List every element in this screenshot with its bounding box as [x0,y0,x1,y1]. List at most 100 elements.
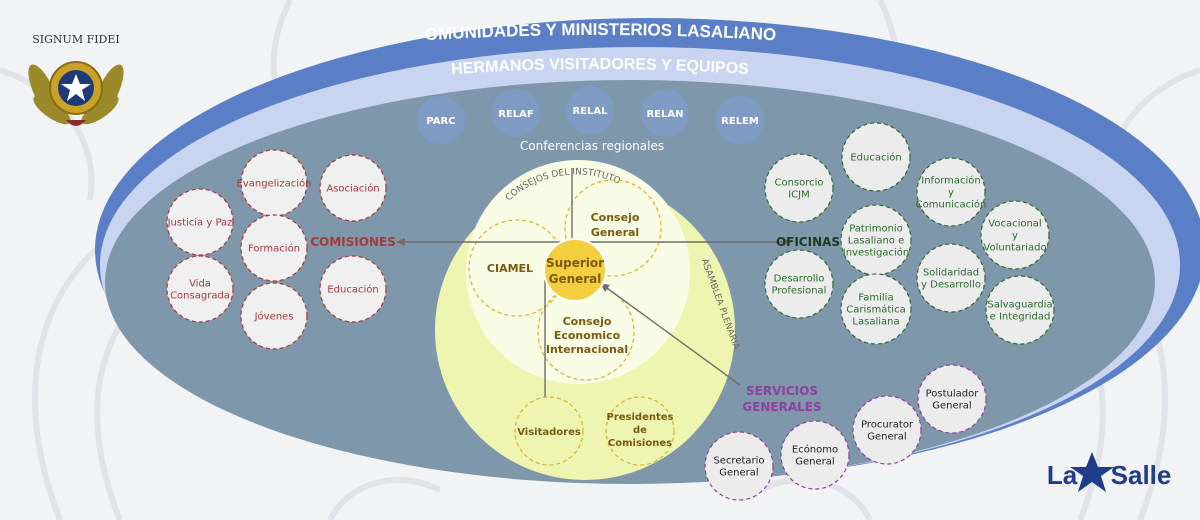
svg-text:Superior: Superior [546,256,604,270]
ciamel-label: CIAMEL [487,262,533,275]
comisiones-title: COMISIONES [310,235,396,249]
regional-node-parc[interactable]: PARC [417,96,465,144]
oficinas-node-label: Voluntariado [983,243,1046,254]
servicios-group: PostuladorGeneralProcuratorGeneralEcónom… [704,364,987,501]
oficinas-node-label: Solidaridad [923,268,979,279]
oficinas-group: EducaciónConsorcioICJMInformaciónyComuni… [764,122,1055,345]
svg-text:Presidentes: Presidentes [607,412,674,423]
regional-node-relan[interactable]: RELAN [641,89,689,137]
regional-label: Conferencias regionales [520,139,664,153]
svg-text:Salle: Salle [1111,460,1172,490]
oficinas-node-label: Profesional [772,286,827,297]
consejo-general-label-2: General [591,226,639,239]
arrow-comisiones [396,238,405,246]
oficinas-node-label: y [948,188,954,199]
regional-conferences: PARC RELAF RELAL RELAN RELEM Conferencia… [417,86,764,153]
inner-band-title: HERMANOS VISITADORES Y EQUIPOS [451,56,750,78]
oficinas-node[interactable]: Educación [841,122,911,192]
servicios-node-label: Ecónomo [792,444,838,456]
comisiones-node-label: Asociación [326,183,379,195]
oficinas-node-label: Vocacional [988,219,1041,230]
svg-text:RELEM: RELEM [721,116,759,127]
svg-text:Visitadores: Visitadores [517,427,581,438]
svg-text:PARC: PARC [426,116,455,127]
oficinas-node-label: Lasaliana [852,317,899,328]
consejo-economico-label-3: Internacional [546,343,628,356]
servicios-title-2: GENERALES [742,400,821,414]
oficinas-node-label: Familia [858,293,893,304]
oficinas-node-label: Carismática [846,304,905,316]
consejo-economico-label-2: Economico [554,329,621,342]
oficinas-title: OFICINAS [776,235,840,249]
visitadores-node[interactable]: Visitadores [514,396,584,466]
servicios-node-label: General [719,468,758,479]
comisiones-node-label: Justicia y Paz [167,218,233,229]
oficinas-node-label: y Desarrollo [921,280,981,291]
comisiones-node[interactable]: Asociación [319,154,387,222]
svg-text:General: General [549,272,602,286]
oficinas-node-label: ICJM [788,190,810,201]
svg-text:RELAL: RELAL [572,106,608,117]
comisiones-node[interactable]: Formación [240,214,308,282]
servicios-node-label: General [795,457,834,468]
regional-node-relal[interactable]: RELAL [566,86,614,134]
comisiones-node[interactable]: Evangelización [237,149,312,217]
comisiones-node-label: Jóvenes [254,311,294,323]
servicios-node-label: General [867,432,906,443]
comisiones-node-label: Educación [327,284,378,296]
svg-text:La: La [1047,460,1078,490]
svg-text:de: de [633,425,647,436]
oficinas-node-label: e Integridad [990,312,1051,323]
consejo-general-label-1: Consejo [591,211,640,224]
oficinas-node-label: Desarrollo [774,274,825,285]
svg-text:SIGNUM FIDEI: SIGNUM FIDEI [32,33,120,46]
servicios-node-label: Secretario [713,456,764,467]
superior-general-node[interactable]: Superior General [543,238,607,302]
oficinas-node-label: Consorcio [774,178,823,189]
star-icon [1070,452,1114,492]
servicios-node-label: General [932,401,971,412]
presidentes-node[interactable]: Presidentes de Comisiones [605,396,675,466]
regional-node-relem[interactable]: RELEM [716,96,764,144]
comisiones-node[interactable]: Jóvenes [240,282,308,350]
comisiones-node[interactable]: Justicia y Paz [166,188,234,256]
svg-text:Comisiones: Comisiones [608,438,672,449]
servicios-node-label: Postulador [926,389,980,400]
servicios-node-label: Procurator [861,420,914,431]
svg-text:RELAF: RELAF [498,109,533,120]
comisiones-node[interactable]: Educación [319,255,387,323]
comisiones-node-label: Evangelización [237,178,312,190]
oficinas-node-label: Comunicación [916,199,987,211]
svg-text:RELAN: RELAN [646,109,683,120]
oficinas-node-label: Información [921,175,980,187]
consejo-general-circle[interactable] [564,179,662,277]
consejo-economico-label-1: Consejo [563,315,612,328]
oficinas-node-label: Salvaguardia [987,300,1052,311]
oficinas-node-label: Investigación [843,247,909,259]
regional-node-relaf[interactable]: RELAF [492,89,540,137]
comisiones-node-label: Vida [189,279,211,290]
comisiones-node-label: Formación [248,243,300,255]
la-salle-logo[interactable]: La Salle [1047,452,1172,492]
comisiones-node-label: Consagrada [170,291,230,302]
servicios-title-1: SERVICIOS [746,384,818,398]
connectors [398,168,790,412]
oficinas-node-label: Educación [850,152,901,164]
signum-fidei-seal: SIGNUM FIDEI [28,33,124,126]
